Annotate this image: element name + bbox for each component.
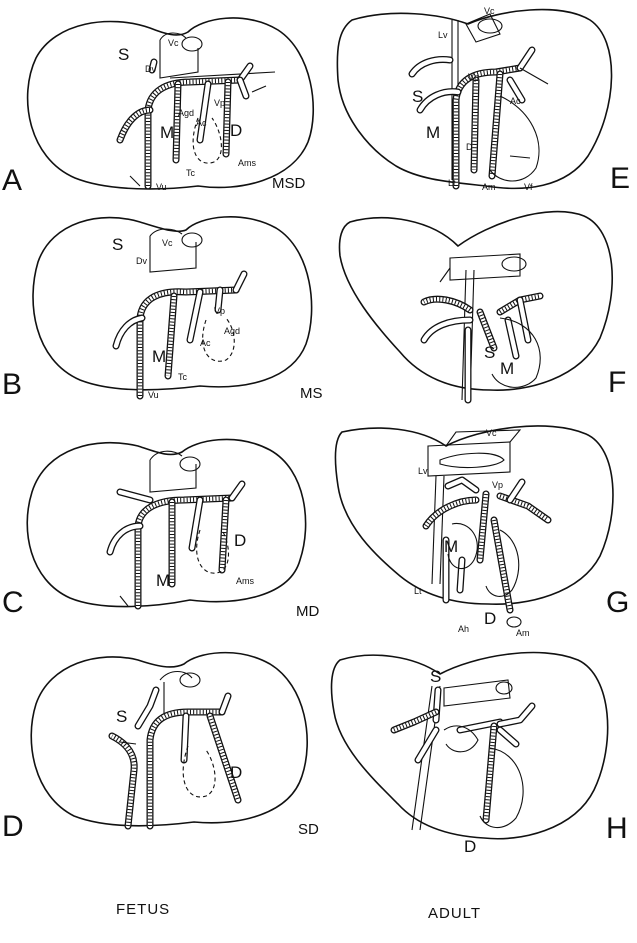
label-d: D <box>234 531 246 550</box>
vena-cava <box>160 40 198 78</box>
label-agd: Agd <box>178 108 194 118</box>
panel-g <box>335 426 613 627</box>
vena-cava <box>150 460 196 492</box>
label-ac: Ac <box>196 118 207 128</box>
variant-label-d: SD <box>298 821 319 838</box>
label-m: M <box>152 347 166 366</box>
label-vc: Vc <box>484 6 495 16</box>
label-ac: Ac <box>200 338 211 348</box>
footer-adult-label: ADULT <box>428 905 481 922</box>
label-lv: Lv <box>438 30 448 40</box>
label-m: M <box>426 123 440 142</box>
footer-fetus-label: FETUS <box>116 901 170 918</box>
label-ams: Ams <box>238 158 257 168</box>
label-s: S <box>116 707 127 726</box>
label-ah: Ah <box>458 624 469 634</box>
panel-letter-g: G <box>606 586 629 619</box>
label-m: M <box>160 123 174 142</box>
label-ac: Ac <box>510 96 521 106</box>
label-vp: Vp <box>492 480 503 490</box>
panel-letter-f: F <box>608 366 626 399</box>
vena-cava <box>428 442 510 476</box>
label-dv: Dv <box>136 256 147 266</box>
label-s: S <box>112 235 123 254</box>
panel-d <box>31 653 307 826</box>
label-s: S <box>430 667 441 686</box>
label-d: D <box>464 837 476 856</box>
label-m: M <box>500 359 514 378</box>
variant-label-a: MSD <box>272 175 306 192</box>
label-dv: Dv <box>145 64 156 74</box>
variant-label-b: MS <box>300 385 323 402</box>
panel-letter-e: E <box>610 162 630 195</box>
label-vu: Vu <box>148 390 159 400</box>
panel-letter-b: B <box>2 368 22 401</box>
label-am: Am <box>516 628 530 638</box>
panel-e <box>337 10 611 189</box>
label-vc: Vc <box>486 428 497 438</box>
label-ams: Ams <box>236 576 255 586</box>
label-lv: Lv <box>418 466 428 476</box>
label-tc: Tc <box>186 168 196 178</box>
label-agd: Agd <box>224 326 240 336</box>
label-am: Am <box>482 182 496 192</box>
label-vc: Vc <box>168 38 179 48</box>
label-m: M <box>156 571 170 590</box>
panel-letter-a: A <box>2 164 22 197</box>
label-lt: Lt <box>448 178 456 188</box>
liver-outline <box>335 426 613 604</box>
label-d: D <box>230 121 242 140</box>
label-s: S <box>412 87 423 106</box>
liver-outline <box>31 653 307 826</box>
vena-cava <box>150 236 196 272</box>
variant-label-c: MD <box>296 603 319 620</box>
label-tc: Tc <box>178 372 188 382</box>
liver-outline <box>339 212 612 391</box>
label-d: D <box>466 142 473 152</box>
label-d: D <box>484 609 496 628</box>
label-lt: Lt <box>414 586 422 596</box>
liver-outline <box>332 653 608 839</box>
label-vp: Vp <box>214 98 225 108</box>
label-vp: Vp <box>468 72 479 82</box>
label-d: D <box>230 763 242 782</box>
panel-f <box>339 212 612 400</box>
label-vc: Vc <box>162 238 173 248</box>
label-s: S <box>118 45 129 64</box>
panel-h <box>332 653 608 839</box>
panel-letter-c: C <box>2 586 24 619</box>
label-s: S <box>484 343 495 362</box>
label-vu: Vu <box>156 182 167 192</box>
panel-letter-d: D <box>2 810 24 843</box>
label-vp: Vp <box>214 306 225 316</box>
label-m: M <box>444 537 458 556</box>
panel-letter-h: H <box>606 812 628 845</box>
label-vf: Vf <box>524 182 533 192</box>
